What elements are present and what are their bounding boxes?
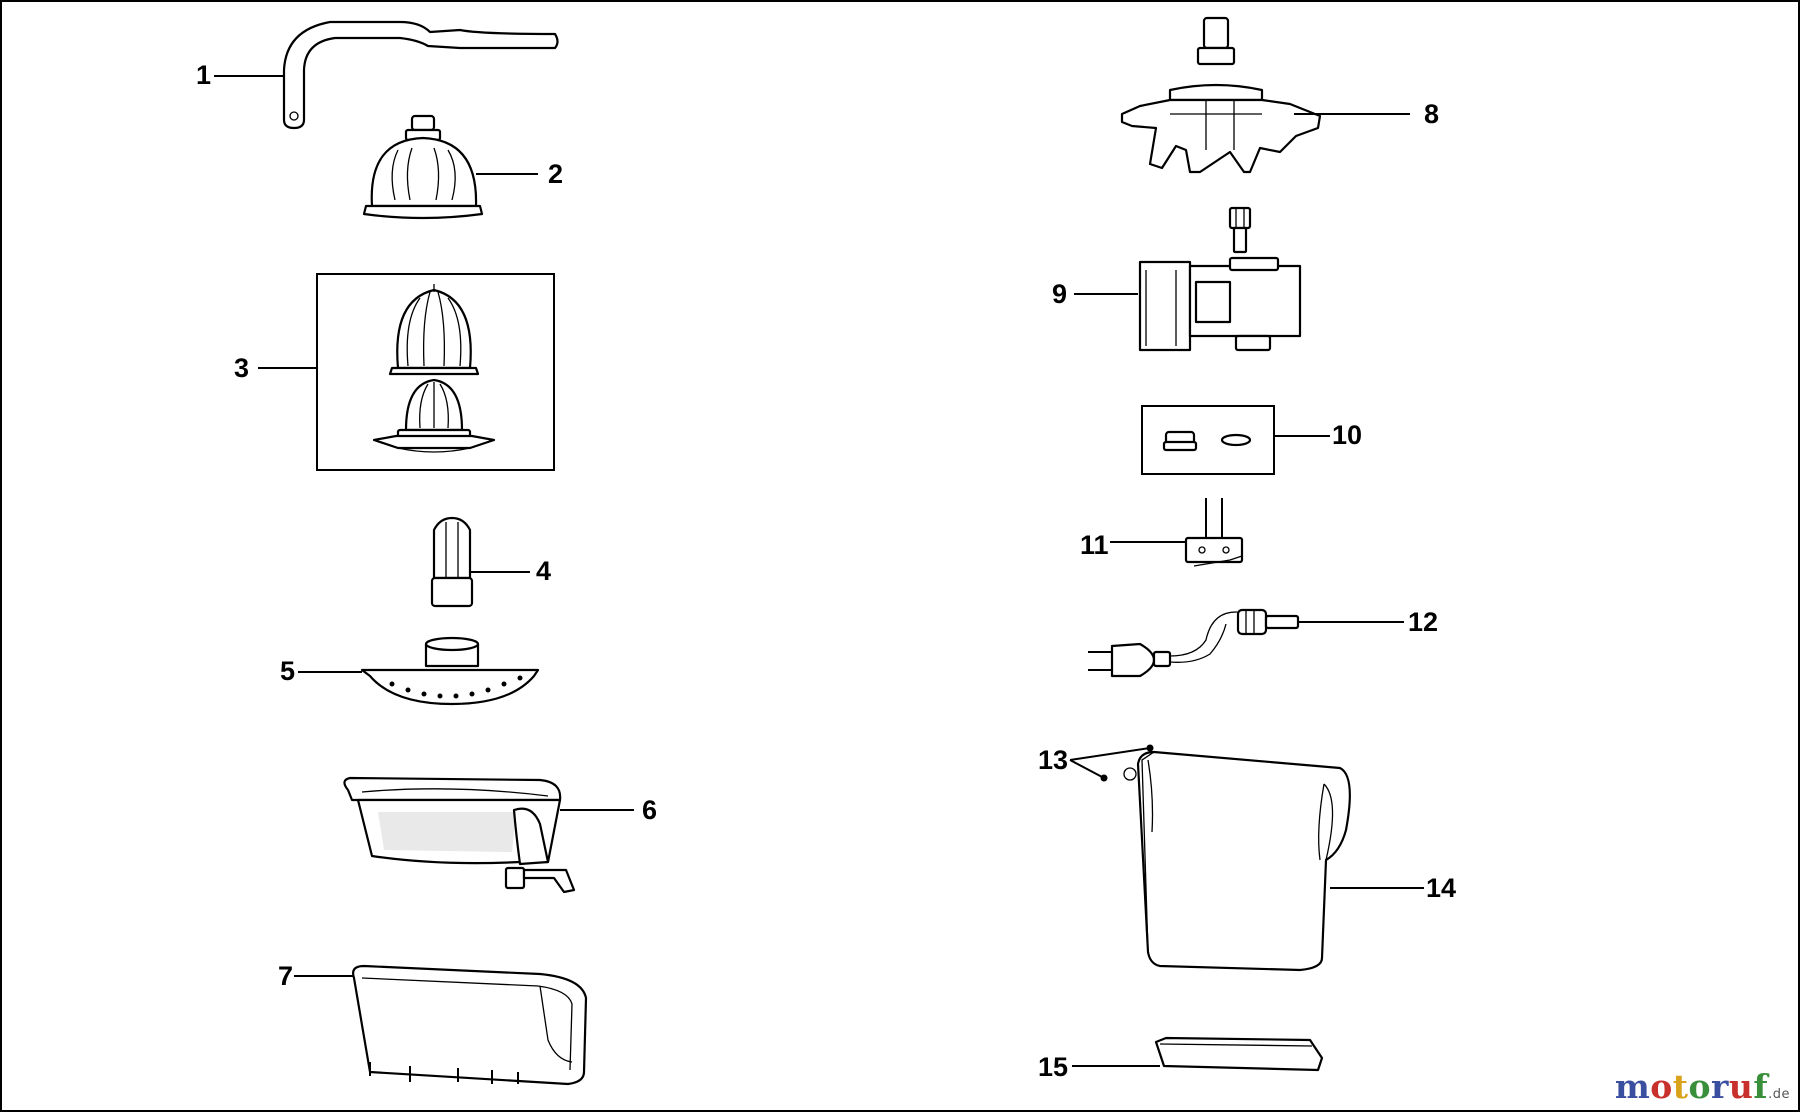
part-1-handle (214, 20, 559, 130)
watermark-letter: m (1614, 1067, 1651, 1106)
part-10-small-parts (1141, 405, 1330, 475)
label-11: 11 (1080, 530, 1109, 560)
part-8-motor-top (1120, 16, 1410, 174)
label-14: 14 (1426, 873, 1456, 903)
part-12-power-cord (1088, 608, 1404, 678)
part-15-base-plate (1072, 1036, 1324, 1072)
label-3: 3 (234, 353, 249, 383)
part-7-base-housing (294, 964, 588, 1086)
watermark-letters: motoruf (1615, 1067, 1768, 1106)
label-13: 13 (1038, 745, 1068, 775)
part-5-strainer (298, 636, 540, 706)
watermark-letter: r (1711, 1067, 1729, 1106)
watermark-logo: motoruf.de (1615, 1067, 1790, 1106)
part-13-screws (1069, 744, 1154, 782)
label-4: 4 (536, 556, 551, 586)
part-4-shaft (430, 516, 530, 608)
watermark-suffix: .de (1768, 1087, 1790, 1102)
label-7: 7 (278, 961, 293, 991)
label-5: 5 (280, 656, 295, 686)
part-6-juice-tray (343, 776, 634, 894)
watermark-letter: f (1753, 1067, 1769, 1106)
part-2-dome (362, 114, 538, 220)
part-9-motor (1074, 206, 1302, 352)
label-10: 10 (1332, 420, 1362, 450)
label-9: 9 (1052, 279, 1067, 309)
watermark-letter: t (1672, 1067, 1689, 1106)
label-12: 12 (1408, 607, 1438, 637)
part-3-reamer-set (258, 273, 555, 471)
part-14-housing (1123, 750, 1424, 972)
label-6: 6 (642, 795, 657, 825)
watermark-letter: u (1728, 1067, 1754, 1106)
label-8: 8 (1424, 99, 1439, 129)
watermark-letter: o (1688, 1067, 1712, 1106)
part-11-switch (1110, 498, 1244, 567)
label-1: 1 (196, 60, 211, 90)
watermark-letter: o (1650, 1067, 1673, 1106)
label-15: 15 (1038, 1052, 1068, 1082)
label-2: 2 (548, 159, 563, 189)
